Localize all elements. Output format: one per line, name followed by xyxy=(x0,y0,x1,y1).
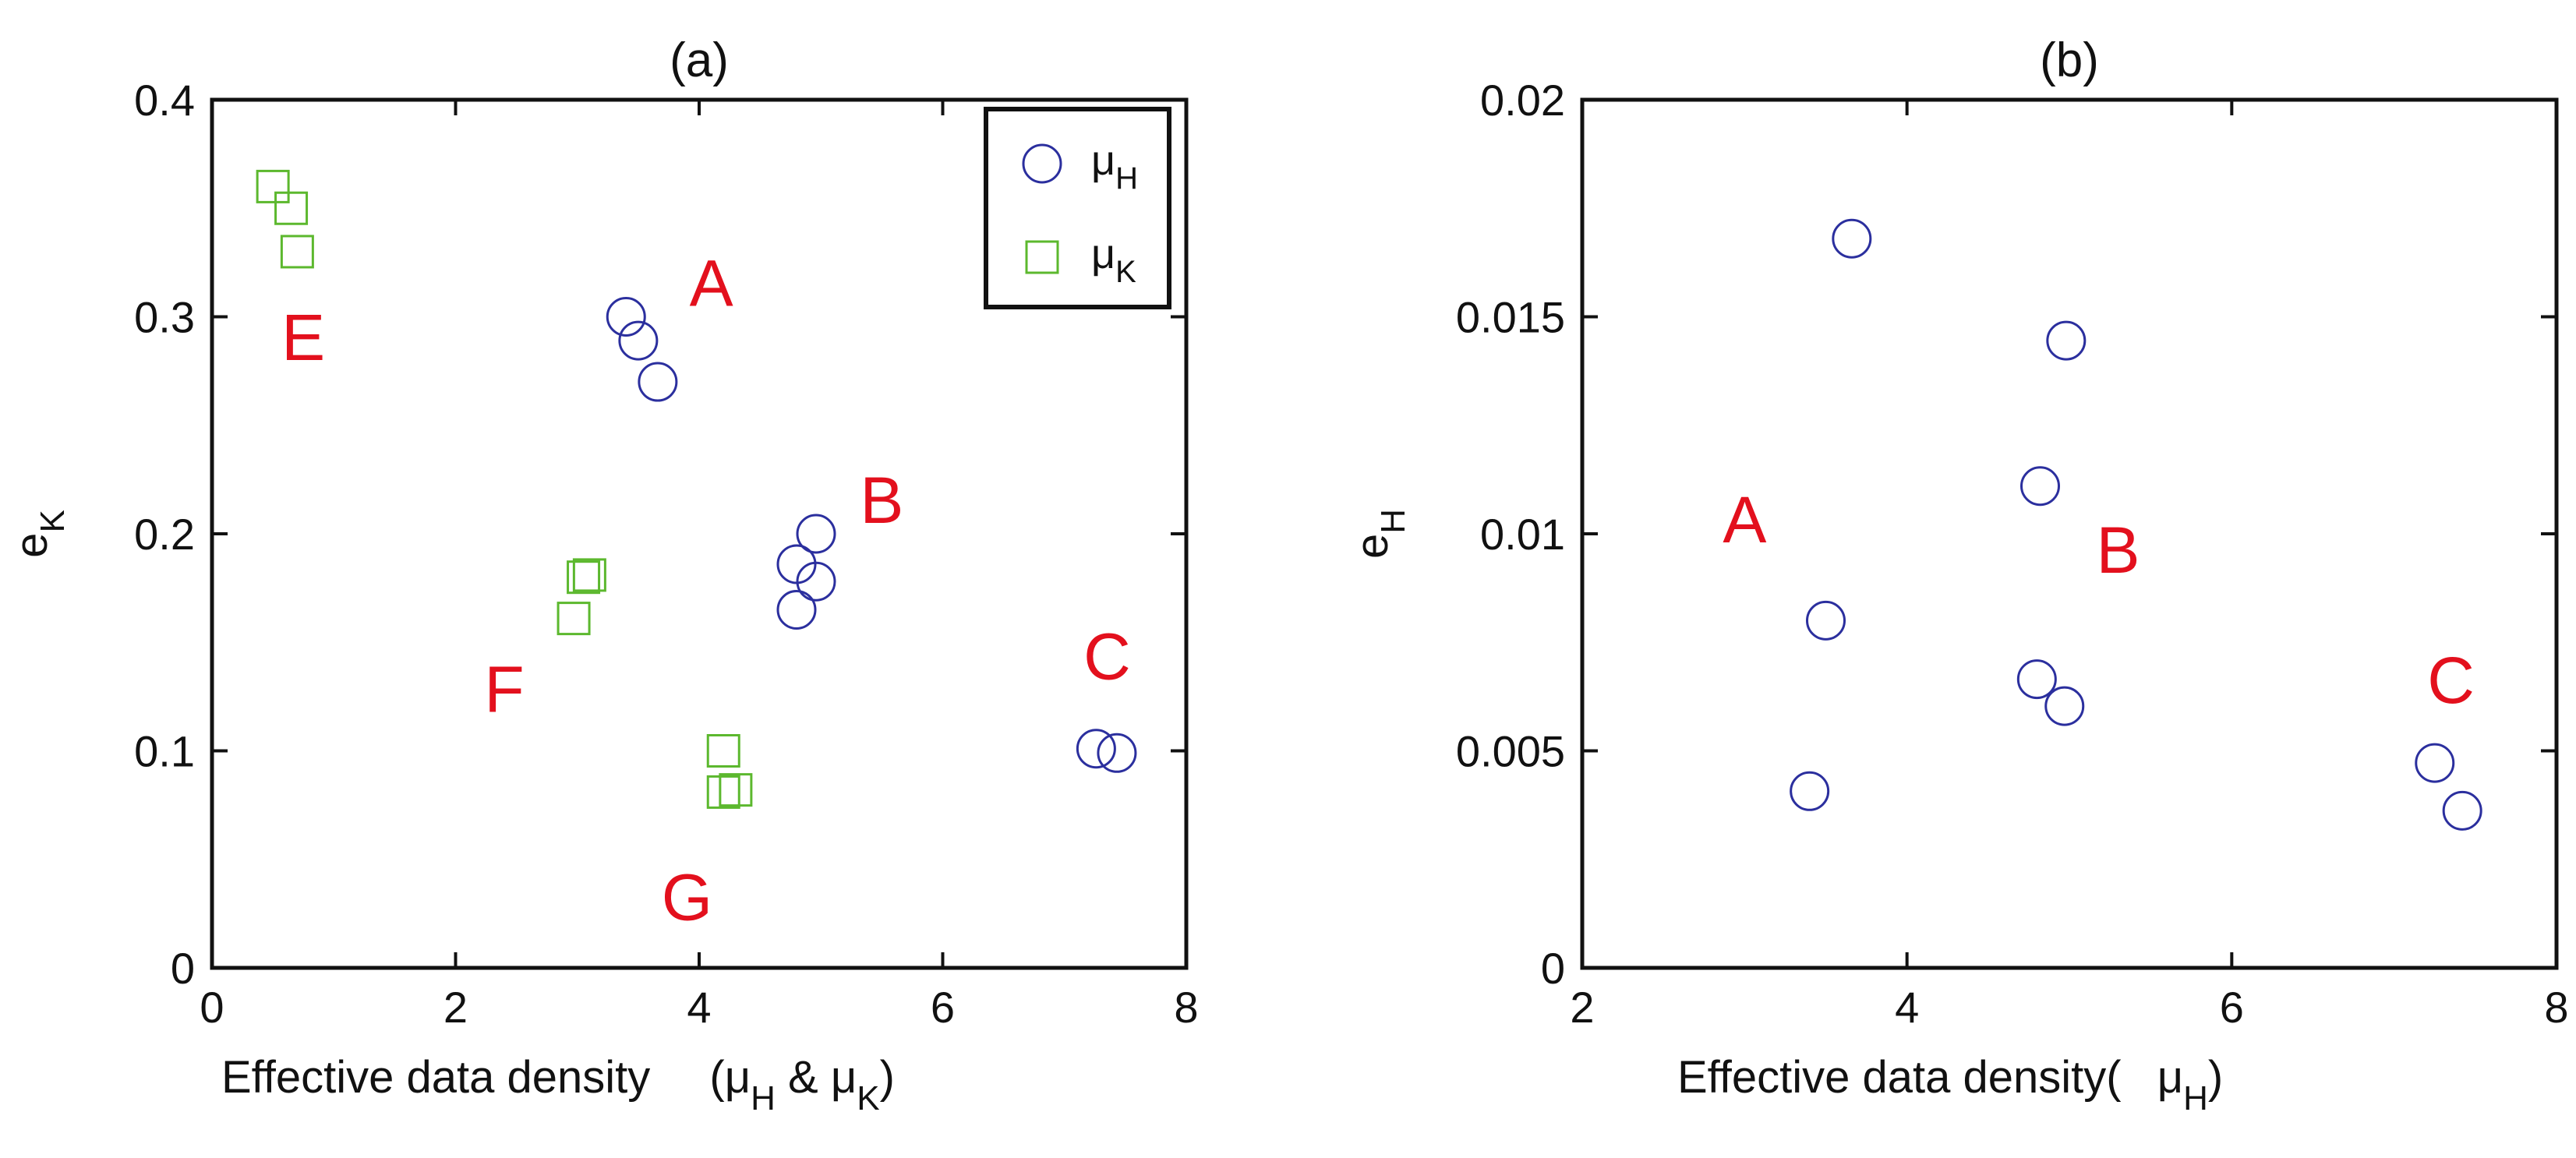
x-tick-label: 8 xyxy=(2544,983,2568,1032)
data-point-circle xyxy=(1790,771,1830,811)
data-point-circle xyxy=(796,514,836,554)
data-point-circle xyxy=(1076,729,1116,769)
data-point-circle xyxy=(1806,600,1846,641)
x-tick-label: 6 xyxy=(2220,983,2244,1032)
data-point-square xyxy=(706,734,740,768)
legend-entry-label: μH xyxy=(1091,137,1138,196)
panel-b: 2 4 6 8 0 0.005 0.01 0.015 0.02 (b) eH Effective da… xyxy=(1347,34,2569,1117)
x-tick-label: 0 xyxy=(200,983,224,1032)
panel-a: 0 2 4 6 8 0 0.1 0.2 0.3 0.4 (a) eK Effective data de… xyxy=(6,34,1199,1117)
data-point-circle xyxy=(2442,790,2482,831)
x-tick-label: 6 xyxy=(931,983,955,1032)
legend-entry-label: μK xyxy=(1091,231,1136,289)
data-point-square xyxy=(256,169,290,203)
chart-title: (a) xyxy=(670,34,729,87)
x-tick-label: 2 xyxy=(443,983,468,1032)
data-point-circle xyxy=(2415,743,2455,783)
y-axis-label: eK xyxy=(6,510,72,558)
x-tick-label: 4 xyxy=(687,983,711,1032)
y-tick-label: 0.3 xyxy=(134,293,195,342)
group-label: C xyxy=(1083,620,1131,694)
data-point-square xyxy=(567,560,601,595)
data-point-circle xyxy=(638,362,678,402)
data-point-circle xyxy=(1097,733,1137,773)
group-label: A xyxy=(1723,483,1766,556)
group-label: E xyxy=(281,301,325,374)
group-label: B xyxy=(2096,514,2140,587)
y-tick-label: 0.01 xyxy=(1480,510,1565,559)
y-tick-label: 0.2 xyxy=(134,510,195,559)
group-label: G xyxy=(662,861,712,934)
data-point-circle xyxy=(2044,686,2085,726)
data-point-square xyxy=(280,235,314,269)
chart-title: (b) xyxy=(2040,34,2099,87)
data-point-circle xyxy=(1832,218,1872,259)
data-point-circle xyxy=(776,589,817,630)
legend: μH μK xyxy=(984,107,1171,309)
x-tick-label: 2 xyxy=(1570,983,1594,1032)
data-point-square xyxy=(719,773,753,807)
y-tick-label: 0.005 xyxy=(1456,727,1565,776)
y-tick-label: 0 xyxy=(1541,944,1565,993)
x-axis-label: Effective data density( μH) xyxy=(1677,1052,2223,1117)
data-point-circle xyxy=(2020,466,2060,507)
x-tick-label: 4 xyxy=(1895,983,1919,1032)
x-axis-label: Effective data density (μH & μK) xyxy=(221,1052,895,1117)
y-tick-label: 0.4 xyxy=(134,76,195,125)
legend-square-marker xyxy=(1025,240,1059,274)
data-point-square xyxy=(274,191,309,225)
y-tick-label: 0.02 xyxy=(1480,76,1565,125)
y-axis-label: eH xyxy=(1347,509,1412,559)
data-point-circle xyxy=(2046,320,2087,361)
data-point-square xyxy=(572,558,606,592)
group-label: F xyxy=(484,652,524,726)
x-tick-label: 8 xyxy=(1174,983,1198,1032)
data-point-circle xyxy=(796,561,836,602)
y-tick-label: 0 xyxy=(171,944,195,993)
group-label: C xyxy=(2427,644,2475,717)
data-point-circle xyxy=(2016,659,2057,700)
data-point-circle xyxy=(618,320,659,361)
legend-box xyxy=(984,107,1171,309)
data-point-square xyxy=(706,775,740,809)
group-label: A xyxy=(690,247,733,320)
y-tick-label: 0.015 xyxy=(1456,293,1565,342)
data-point-square xyxy=(557,602,591,636)
y-tick-label: 0.1 xyxy=(134,727,195,776)
legend-circle-marker xyxy=(1022,143,1062,184)
group-label: B xyxy=(860,464,903,537)
data-point-circle xyxy=(606,297,646,337)
